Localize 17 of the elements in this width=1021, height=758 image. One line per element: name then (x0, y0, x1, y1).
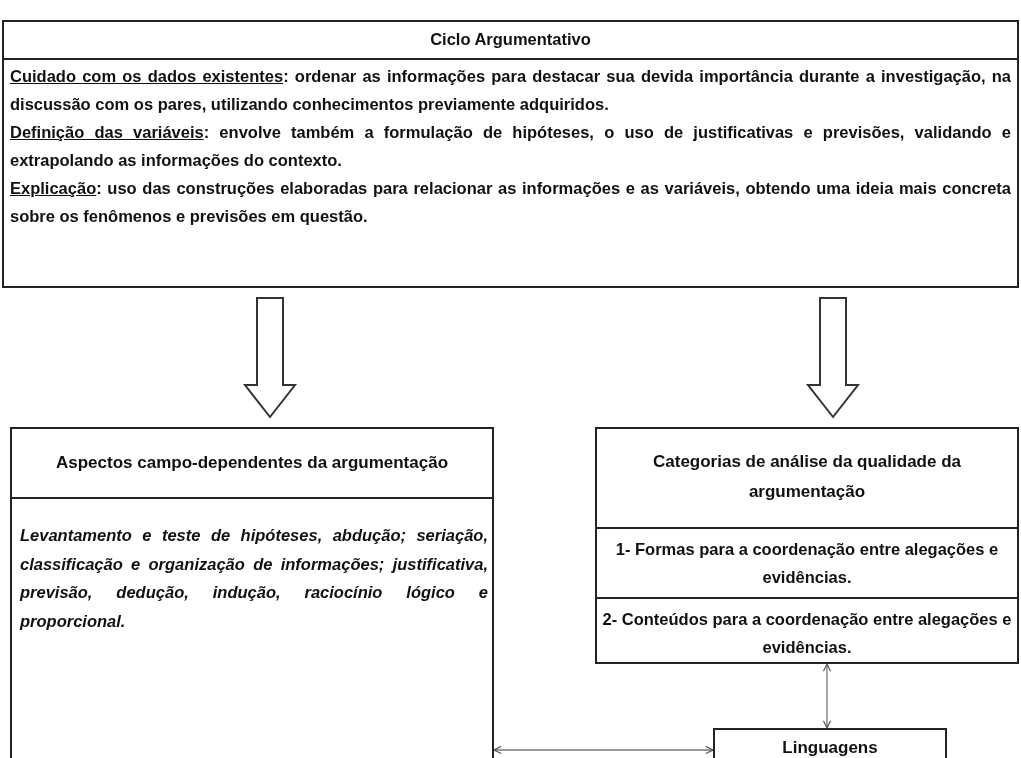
row-text: 2- Conteúdos para a coordenação entre alegações e evidências. (601, 609, 1013, 658)
paragraph: Definição das variáveis: envolve também a formulação de hipóteses, o uso de justificativas e previsões, validando e extrapolando as informações do contexto. (9, 122, 1012, 171)
text-box (10, 427, 494, 758)
box-heading: Categorias de análise da qualidade da argumentação (652, 451, 962, 503)
arrow (822, 663, 832, 729)
arrow (493, 745, 714, 755)
text-box (595, 427, 1019, 664)
paragraph: Cuidado com os dados existentes: ordenar as informações para destacar sua devida importância durante a investigação, na discussão com os pares, utilizando conhecimentos previamente adquiridos. (9, 66, 1012, 115)
title-heading: Ciclo Argumentativo (4, 22, 1017, 60)
text-box (2, 20, 1019, 288)
block-arrow (242, 297, 298, 419)
row-text: 1- Formas para a coordenação entre alegações e evidências. (614, 539, 1000, 588)
block-arrow (805, 297, 861, 419)
box-label: Linguagens (781, 737, 879, 758)
box-heading: Aspectos campo-dependentes da argumentação (12, 429, 492, 499)
body-text: Levantamento e teste de hipóteses, abdução; seriação, classificação e organização de informações; justificativa, previsão, dedução, indução, raciocínio lógico e proporcional. (18, 525, 489, 632)
paragraph: Explicação: uso das construções elaboradas para relacionar as informações e as variáveis, obtendo uma ideia mais concreta sobre os fenômenos e previsões em questão. (9, 178, 1012, 227)
